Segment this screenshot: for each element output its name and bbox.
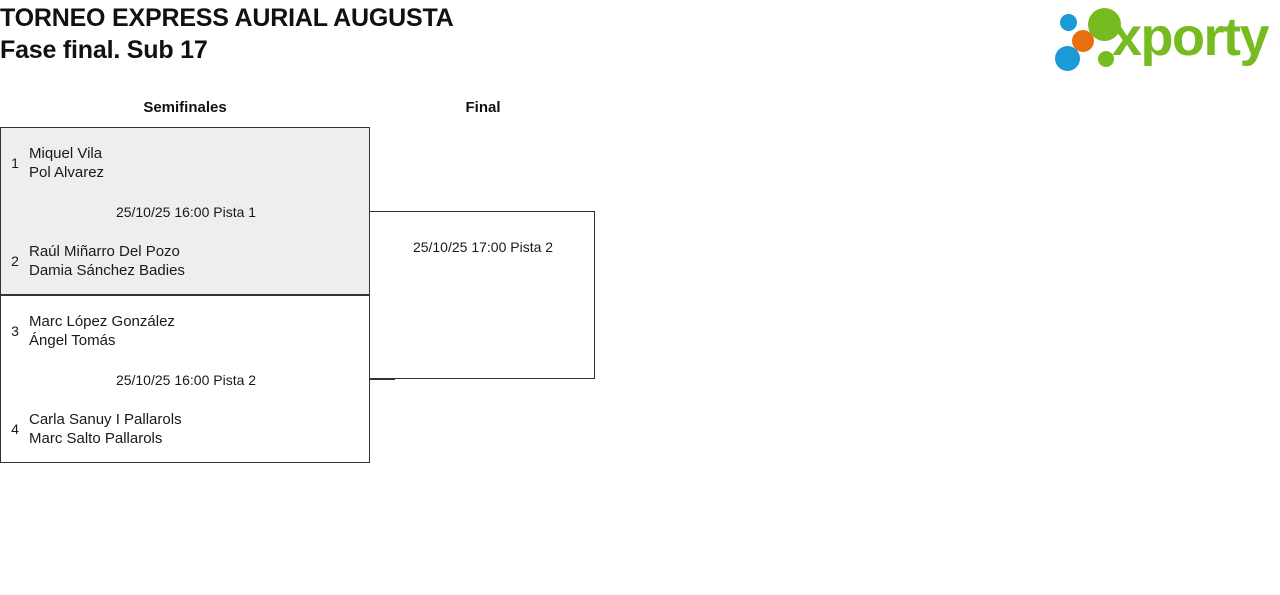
team-players: Marc López González Ángel Tomás xyxy=(29,312,371,350)
match-schedule: 25/10/25 17:00 Pista 2 xyxy=(412,239,554,255)
round-header-final: Final xyxy=(465,99,501,116)
match-schedule: 25/10/25 16:00 Pista 2 xyxy=(115,372,257,388)
team-players: Raúl Miñarro Del Pozo Damia Sánchez Badi… xyxy=(29,242,371,280)
logo-dot-green-small-icon xyxy=(1098,51,1114,67)
bracket-connector-semifinal-2 xyxy=(369,379,395,380)
tournament-bracket: Semifinales Final 1 Miquel Vila Pol Alva… xyxy=(0,92,1280,595)
match-schedule: 25/10/25 16:00 Pista 1 xyxy=(115,204,257,220)
seed-number: 4 xyxy=(11,421,19,437)
logo-dot-blue-large-icon xyxy=(1055,46,1080,71)
logo-dot-green-large-icon xyxy=(1088,8,1121,41)
seed-number: 2 xyxy=(11,253,19,269)
logo-wordmark: xporty xyxy=(1112,7,1270,67)
seed-number: 3 xyxy=(11,323,19,339)
player-name-2: Ángel Tomás xyxy=(29,332,116,349)
page-header: TORNEO EXPRESS AURIAL AUGUSTA Fase final… xyxy=(0,0,1280,80)
team-players: Miquel Vila Pol Alvarez xyxy=(29,144,371,182)
player-name-1: Marc López González xyxy=(29,313,175,330)
seed-number: 1 xyxy=(11,155,19,171)
logo-dots-icon xyxy=(1050,6,1126,71)
tournament-title-block: TORNEO EXPRESS AURIAL AUGUSTA Fase final… xyxy=(0,2,900,67)
player-name-2: Pol Alvarez xyxy=(29,164,105,181)
match-slot-bottom[interactable]: 2 Raúl Miñarro Del Pozo Damia Sánchez Ba… xyxy=(1,236,371,286)
match-slot-top[interactable]: 1 Miquel Vila Pol Alvarez xyxy=(1,138,371,188)
player-name-2: Marc Salto Pallarols xyxy=(29,430,163,447)
logo-dot-blue-small-icon xyxy=(1060,14,1077,31)
match-slot-bottom[interactable]: 4 Carla Sanuy I Pallarols Marc Salto Pal… xyxy=(1,404,371,454)
match-final[interactable]: 25/10/25 17:00 Pista 2 xyxy=(369,211,595,379)
player-name-1: Raúl Miñarro Del Pozo xyxy=(29,243,180,260)
player-name-1: Carla Sanuy I Pallarols xyxy=(29,411,182,428)
tournament-name: TORNEO EXPRESS AURIAL AUGUSTA xyxy=(0,4,454,32)
round-header-semifinals: Semifinales xyxy=(143,99,227,116)
match-semifinal-2[interactable]: 3 Marc López González Ángel Tomás 25/10/… xyxy=(0,295,370,463)
tournament-phase: Fase final. Sub 17 xyxy=(0,36,208,64)
xporty-logo[interactable]: xporty xyxy=(1046,4,1274,71)
player-name-1: Miquel Vila xyxy=(29,145,103,162)
match-semifinal-1[interactable]: 1 Miquel Vila Pol Alvarez 25/10/25 16:00… xyxy=(0,127,370,295)
player-name-2: Damia Sánchez Badies xyxy=(29,262,185,279)
match-slot-top[interactable]: 3 Marc López González Ángel Tomás xyxy=(1,306,371,356)
logo-dot-orange-icon xyxy=(1072,30,1094,52)
team-players: Carla Sanuy I Pallarols Marc Salto Palla… xyxy=(29,410,371,448)
